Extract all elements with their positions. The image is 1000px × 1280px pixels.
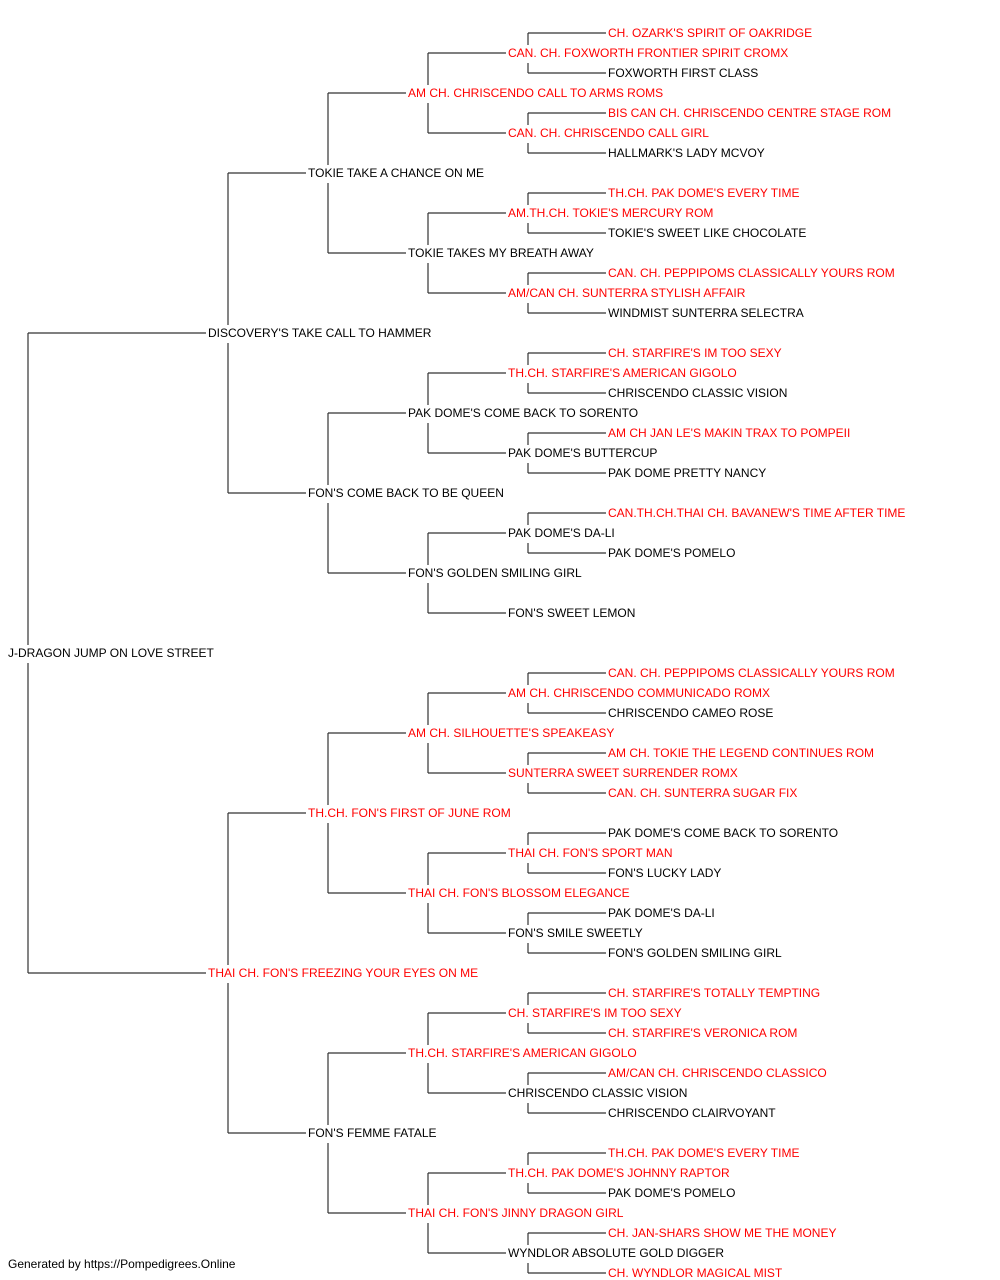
ancestor-sire-dam-sire: PAK DOME'S COME BACK TO SORENTO xyxy=(408,406,639,420)
ancestor-dam-sire-dam-sire-sire: PAK DOME'S COME BACK TO SORENTO xyxy=(608,826,839,840)
ancestor-sire-dam-dam-sire: PAK DOME'S DA-LI xyxy=(508,526,615,540)
ancestor-dam-dam-sire-dam-sire: AM/CAN CH. CHRISCENDO CLASSICO xyxy=(608,1066,827,1080)
ancestor-dam-sire-dam-dam-dam: FON'S GOLDEN SMILING GIRL xyxy=(608,946,782,960)
ancestor-dam-sire-dam-dam-sire: PAK DOME'S DA-LI xyxy=(608,906,715,920)
ancestor-sire-sire-dam-sire-dam: TOKIE'S SWEET LIKE CHOCOLATE xyxy=(608,226,807,240)
ancestor-dam-sire-dam-sire: THAI CH. FON'S SPORT MAN xyxy=(508,846,673,860)
ancestor-dam-dam-sire: TH.CH. STARFIRE'S AMERICAN GIGOLO xyxy=(408,1046,637,1060)
ancestor-dam-dam-dam-sire: TH.CH. PAK DOME'S JOHNNY RAPTOR xyxy=(508,1166,730,1180)
ancestor-dam-dam-dam-dam-dam: CH. WYNDLOR MAGICAL MIST xyxy=(608,1266,783,1280)
ancestor-dam-dam-dam-dam-sire: CH. JAN-SHARS SHOW ME THE MONEY xyxy=(608,1226,837,1240)
ancestor-dam-sire-sire-dam: SUNTERRA SWEET SURRENDER ROMX xyxy=(508,766,738,780)
ancestor-dam-dam: FON'S FEMME FATALE xyxy=(308,1126,437,1140)
ancestor-dam-dam-sire-sire: CH. STARFIRE'S IM TOO SEXY xyxy=(508,1006,682,1020)
ancestor-sire-dam-sire-dam-sire: AM CH JAN LE'S MAKIN TRAX TO POMPEII xyxy=(608,426,851,440)
ancestor-sire-sire-sire-sire-sire: CH. OZARK'S SPIRIT OF OAKRIDGE xyxy=(608,26,813,40)
ancestor-subject: J-DRAGON JUMP ON LOVE STREET xyxy=(8,646,214,660)
ancestor-dam-dam-dam-sire-sire: TH.CH. PAK DOME'S EVERY TIME xyxy=(608,1146,800,1160)
ancestor-sire-dam-sire-dam: PAK DOME'S BUTTERCUP xyxy=(508,446,658,460)
ancestor-sire-sire-sire-dam-dam: HALLMARK'S LADY MCVOY xyxy=(608,146,765,160)
ancestor-sire-sire-dam-sire: AM.TH.CH. TOKIE'S MERCURY ROM xyxy=(508,206,714,220)
ancestor-sire-sire-sire-dam-sire: BIS CAN CH. CHRISCENDO CENTRE STAGE ROM xyxy=(608,106,892,120)
ancestor-dam-sire-sire-dam-sire: AM CH. TOKIE THE LEGEND CONTINUES ROM xyxy=(608,746,875,760)
ancestor-sire-dam-sire-sire: TH.CH. STARFIRE'S AMERICAN GIGOLO xyxy=(508,366,737,380)
ancestor-dam-dam-sire-sire-sire: CH. STARFIRE'S TOTALLY TEMPTING xyxy=(608,986,821,1000)
ancestor-sire-dam-dam-sire-dam: PAK DOME'S POMELO xyxy=(608,546,736,560)
ancestor-sire-sire-dam-sire-sire: TH.CH. PAK DOME'S EVERY TIME xyxy=(608,186,800,200)
ancestor-dam-sire-sire-dam-dam: CAN. CH. SUNTERRA SUGAR FIX xyxy=(608,786,798,800)
ancestor-dam-sire-sire-sire: AM CH. CHRISCENDO COMMUNICADO ROMX xyxy=(508,686,771,700)
generated-by-footer: Generated by https://Pompedigrees.Online xyxy=(8,1257,236,1271)
ancestor-sire-dam: FON'S COME BACK TO BE QUEEN xyxy=(308,486,504,500)
ancestor-dam: THAI CH. FON'S FREEZING YOUR EYES ON ME xyxy=(208,966,479,980)
ancestor-sire-sire-sire-sire-dam: FOXWORTH FIRST CLASS xyxy=(608,66,759,80)
ancestor-dam-sire-dam: THAI CH. FON'S BLOSSOM ELEGANCE xyxy=(408,886,630,900)
ancestor-sire-dam-sire-dam-dam: PAK DOME PRETTY NANCY xyxy=(608,466,767,480)
ancestor-sire-sire-dam-dam: AM/CAN CH. SUNTERRA STYLISH AFFAIR xyxy=(508,286,746,300)
ancestor-sire-dam-sire-sire-sire: CH. STARFIRE'S IM TOO SEXY xyxy=(608,346,782,360)
ancestor-sire-sire-dam-dam-dam: WINDMIST SUNTERRA SELECTRA xyxy=(608,306,804,320)
ancestor-dam-dam-dam-sire-dam: PAK DOME'S POMELO xyxy=(608,1186,736,1200)
ancestor-sire-sire: TOKIE TAKE A CHANCE ON ME xyxy=(308,166,485,180)
ancestor-sire: DISCOVERY'S TAKE CALL TO HAMMER xyxy=(208,326,432,340)
ancestor-dam-dam-dam: THAI CH. FON'S JINNY DRAGON GIRL xyxy=(408,1206,624,1220)
ancestor-sire-sire-dam: TOKIE TAKES MY BREATH AWAY xyxy=(408,246,594,260)
ancestor-sire-sire-sire-dam: CAN. CH. CHRISCENDO CALL GIRL xyxy=(508,126,709,140)
ancestor-sire-dam-sire-sire-dam: CHRISCENDO CLASSIC VISION xyxy=(608,386,788,400)
ancestor-sire-dam-dam-dam: FON'S SWEET LEMON xyxy=(508,606,636,620)
ancestor-dam-dam-sire-dam: CHRISCENDO CLASSIC VISION xyxy=(508,1086,688,1100)
ancestor-dam-dam-sire-sire-dam: CH. STARFIRE'S VERONICA ROM xyxy=(608,1026,798,1040)
ancestor-dam-dam-sire-dam-dam: CHRISCENDO CLAIRVOYANT xyxy=(608,1106,776,1120)
ancestor-dam-sire-dam-sire-dam: FON'S LUCKY LADY xyxy=(608,866,722,880)
ancestor-sire-sire-sire-sire: CAN. CH. FOXWORTH FRONTIER SPIRIT CROMX xyxy=(508,46,789,60)
ancestor-dam-sire-sire-sire-dam: CHRISCENDO CAMEO ROSE xyxy=(608,706,774,720)
ancestor-dam-sire-sire-sire-sire: CAN. CH. PEPPIPOMS CLASSICALLY YOURS ROM xyxy=(608,666,895,680)
ancestor-dam-sire: TH.CH. FON'S FIRST OF JUNE ROM xyxy=(308,806,511,820)
ancestor-dam-sire-sire: AM CH. SILHOUETTE'S SPEAKEASY xyxy=(408,726,615,740)
ancestor-sire-sire-sire: AM CH. CHRISCENDO CALL TO ARMS ROMS xyxy=(408,86,664,100)
ancestor-dam-dam-dam-dam: WYNDLOR ABSOLUTE GOLD DIGGER xyxy=(508,1246,725,1260)
ancestor-sire-dam-dam: FON'S GOLDEN SMILING GIRL xyxy=(408,566,582,580)
ancestor-dam-sire-dam-dam: FON'S SMILE SWEETLY xyxy=(508,926,643,940)
ancestor-sire-dam-dam-sire-sire: CAN.TH.CH.THAI CH. BAVANEW'S TIME AFTER … xyxy=(608,506,906,520)
ancestor-sire-sire-dam-dam-sire: CAN. CH. PEPPIPOMS CLASSICALLY YOURS ROM xyxy=(608,266,895,280)
